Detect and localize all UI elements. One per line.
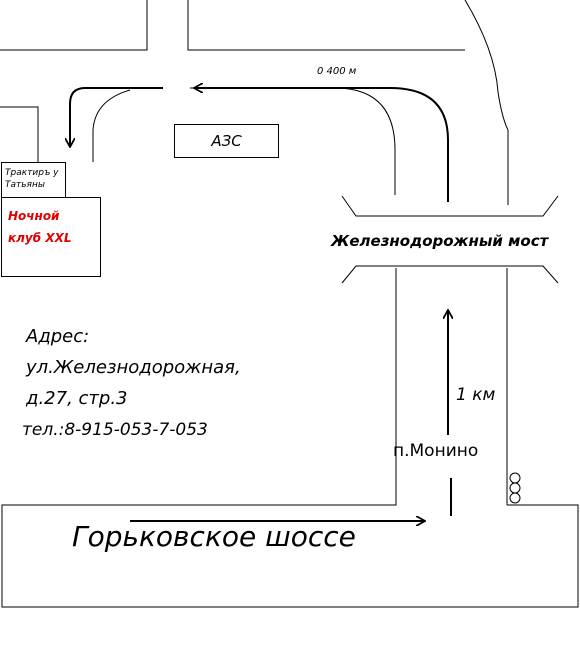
tavern-box: Трактиръ у Татьяны [1,162,66,198]
building-top-left [0,0,148,51]
road-left-edge-a [0,106,39,162]
address-phone: тел.:8-915-053-7-053 [22,420,208,440]
station-label: п.Монино [393,441,479,461]
distance-label-right: 1 км [456,385,496,405]
address-building: д.27, стр.3 [26,388,128,409]
address-heading: Адрес: [26,326,90,347]
gas-station-box: АЗС [174,124,279,158]
tavern-label: Трактиръ у Татьяны [5,168,59,190]
club-label: Ночной клуб XXL [8,209,72,245]
address-street: ул.Железнодорожная, [26,357,241,378]
route-arrow-left-turn [70,87,163,146]
traffic-light-icon [509,472,521,504]
bridge-top-edge [341,195,559,217]
road-outer-curve [464,0,509,205]
road-left-edge-b [92,89,131,162]
distance-label-top: 0 400 м [317,66,357,77]
bridge-bottom-edge [341,265,559,284]
highway-label: Горьковское шоссе [72,520,356,553]
highway-outline [1,500,579,608]
route-arrow-curve [195,88,449,202]
gas-station-label: АЗС [211,132,242,150]
bridge-label: Железнодорожный мост [331,232,549,250]
road-top-edge-left [187,0,465,51]
club-box: Ночной клуб XXL [1,197,101,277]
